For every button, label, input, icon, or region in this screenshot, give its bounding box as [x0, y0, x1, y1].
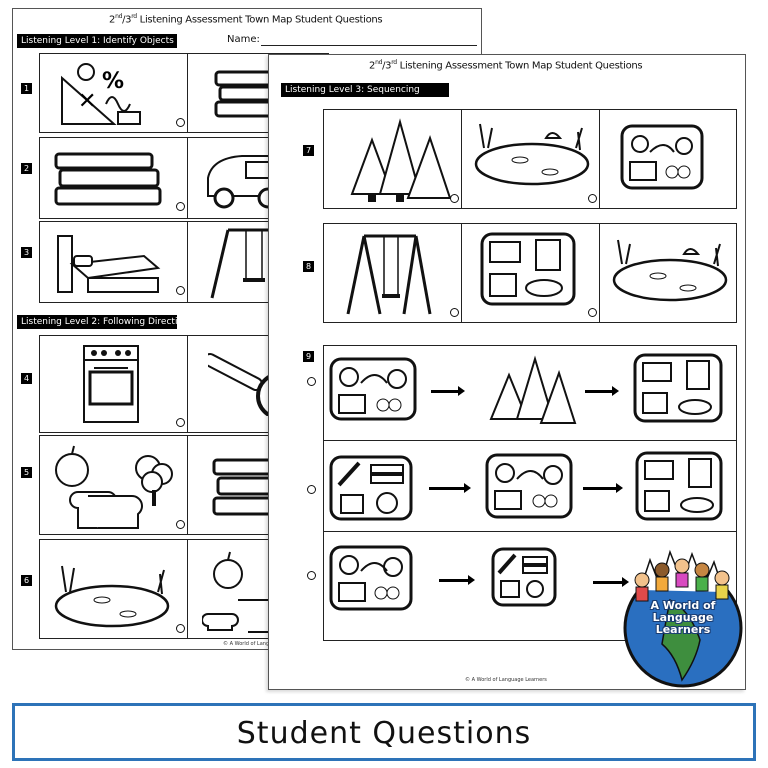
answer-circle[interactable]: [588, 194, 597, 203]
answer-circle[interactable]: [307, 377, 316, 386]
question-number-5: 5: [21, 467, 32, 478]
question-number-2: 2: [21, 163, 32, 174]
question-9-group: [323, 345, 737, 641]
swing-set-icon: [210, 228, 270, 299]
question-number-9: 9: [303, 351, 314, 362]
question-number-1: 1: [21, 83, 32, 94]
food-group-icon: [55, 445, 173, 529]
level2-header: Listening Level 2: Following Directions: [17, 315, 193, 329]
level3-header: Listening Level 3: Sequencing: [281, 83, 449, 97]
answer-option[interactable]: [324, 110, 462, 208]
answer-option[interactable]: % ✕: [40, 54, 188, 132]
house-rooms-icon: [480, 232, 576, 306]
arrow-icon: [583, 483, 623, 493]
answer-option[interactable]: [462, 224, 600, 322]
student-questions-banner: Student Questions: [12, 703, 756, 761]
sequence-option-b[interactable]: [323, 440, 737, 532]
pond-icon: [474, 123, 590, 186]
arrow-icon: [439, 575, 475, 585]
food-icon: [329, 357, 417, 421]
food-icon: [485, 453, 573, 519]
answer-circle[interactable]: [176, 118, 185, 127]
answer-option[interactable]: [40, 222, 188, 302]
logo-text: A World of Language Learners: [650, 599, 716, 636]
arrow-icon: [431, 386, 465, 396]
question-number-4: 4: [21, 373, 32, 384]
trees-icon: [489, 355, 577, 424]
svg-text:✕: ✕: [78, 89, 96, 114]
school-supplies-icon: [329, 455, 413, 521]
question-3-row: [39, 221, 329, 303]
answer-circle[interactable]: [307, 485, 316, 494]
arrow-icon: [593, 577, 629, 587]
name-label: Name:: [227, 34, 260, 45]
swing-set-icon: [346, 234, 432, 315]
answer-circle[interactable]: [450, 308, 459, 317]
math-symbols-icon: % ✕: [61, 63, 141, 125]
stove-icon: [83, 345, 139, 423]
trees-icon: [350, 118, 452, 202]
answer-option[interactable]: [40, 540, 188, 638]
grocery-bag-icon: [620, 124, 704, 190]
answer-circle[interactable]: [450, 194, 459, 203]
page2-title: 2nd/3rd Listening Assessment Town Map St…: [369, 59, 643, 72]
name-line[interactable]: [261, 45, 477, 46]
question-number-7: 7: [303, 145, 314, 156]
page2-footer: © A World of Language Learners: [465, 677, 547, 683]
answer-option[interactable]: [40, 336, 188, 432]
answer-option[interactable]: [600, 110, 738, 208]
answer-option[interactable]: [462, 110, 600, 208]
answer-circle[interactable]: [176, 520, 185, 529]
answer-circle[interactable]: [588, 308, 597, 317]
answer-circle[interactable]: [176, 624, 185, 633]
answer-option[interactable]: [188, 222, 330, 302]
pond-icon: [54, 565, 170, 628]
answer-option[interactable]: [40, 138, 188, 218]
svg-text:%: %: [102, 69, 124, 94]
banner-title: Student Questions: [236, 716, 532, 751]
house-rooms-icon: [635, 451, 723, 521]
answer-option[interactable]: [600, 224, 738, 322]
level1-header: Listening Level 1: Identify Objects: [17, 34, 177, 48]
answer-option[interactable]: [324, 224, 462, 322]
page1-title: 2nd/3rd Listening Assessment Town Map St…: [109, 13, 383, 26]
question-7-row: [323, 109, 737, 209]
answer-circle[interactable]: [176, 418, 185, 427]
question-number-8: 8: [303, 261, 314, 272]
world-of-language-learners-logo: [623, 549, 743, 688]
arrow-icon: [429, 483, 471, 493]
page1-footer: © A World of Language Learners: [223, 641, 305, 647]
question-8-row: [323, 223, 737, 323]
pond-icon: [612, 239, 728, 302]
answer-option[interactable]: [40, 436, 188, 534]
kids-icon: [634, 558, 730, 602]
school-supplies-icon: [491, 547, 557, 607]
answer-circle[interactable]: [307, 571, 316, 580]
bed-icon: [57, 235, 161, 293]
house-rooms-icon: [633, 353, 723, 423]
question-number-6: 6: [21, 575, 32, 586]
food-icon: [329, 545, 413, 611]
arrow-icon: [585, 386, 619, 396]
answer-circle[interactable]: [176, 202, 185, 211]
answer-circle[interactable]: [176, 286, 185, 295]
books-icon: [54, 152, 162, 206]
question-number-3: 3: [21, 247, 32, 258]
sequence-option-a[interactable]: [323, 345, 737, 441]
